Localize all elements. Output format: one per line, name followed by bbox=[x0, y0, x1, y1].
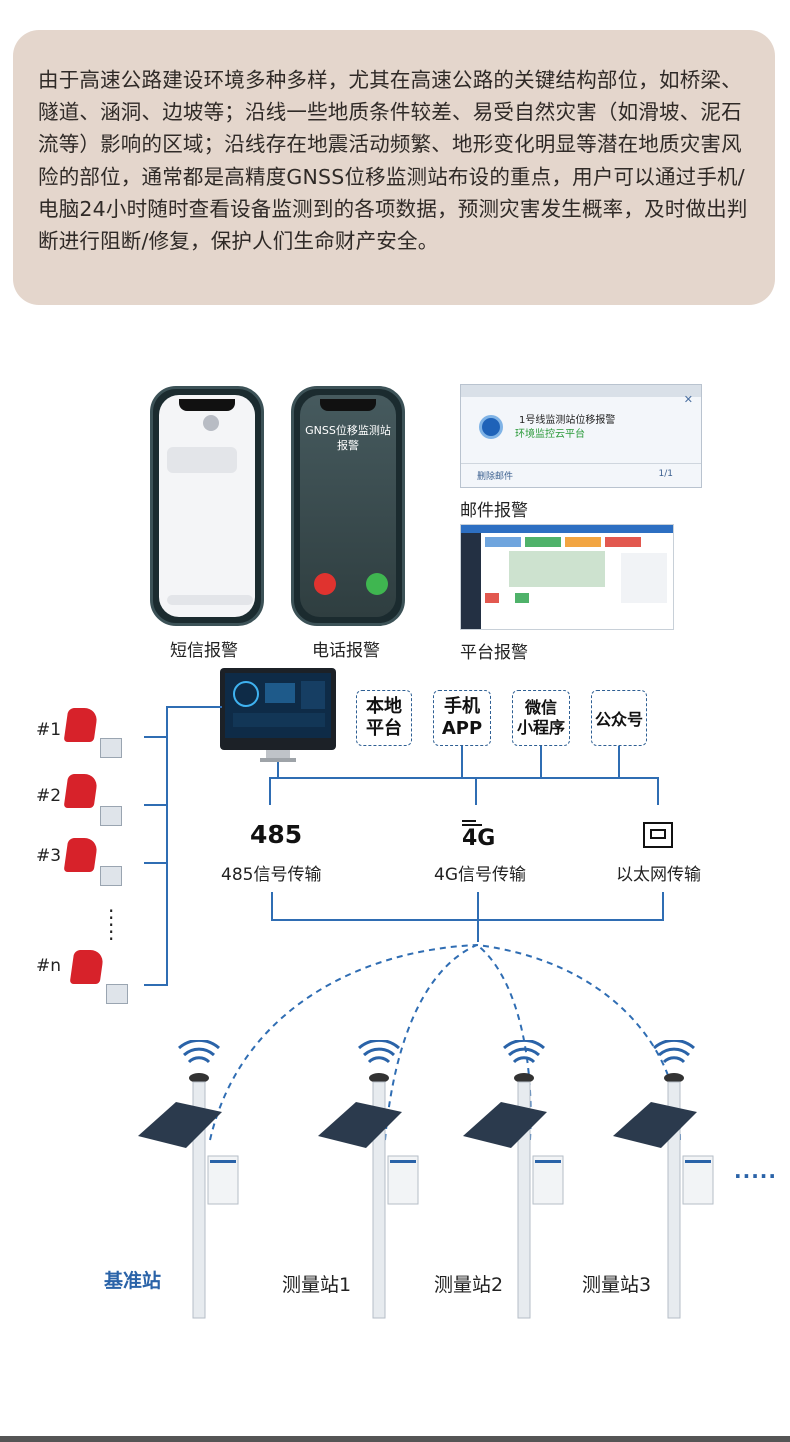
local-platform-box: 本地 平台 bbox=[356, 690, 412, 746]
connector bbox=[144, 984, 168, 986]
rs485-icon: 485 bbox=[250, 820, 303, 849]
wechat-miniprogram-box: 微信 小程序 bbox=[512, 690, 570, 746]
sensor-label-n: #n bbox=[36, 956, 62, 976]
connector bbox=[477, 892, 479, 942]
connector bbox=[475, 777, 477, 805]
rs485-label: 485信号传输 bbox=[221, 865, 322, 885]
ethernet-icon bbox=[643, 822, 673, 848]
sensor-2-logger bbox=[100, 806, 122, 826]
more-stations-ellipsis: ····· bbox=[734, 1164, 777, 1188]
connector bbox=[657, 777, 659, 805]
sensor-3-logger bbox=[100, 866, 122, 886]
connector bbox=[144, 736, 168, 738]
connector bbox=[618, 746, 620, 778]
4g-label: 4G信号传输 bbox=[434, 865, 526, 885]
wifi-icon bbox=[187, 1056, 211, 1064]
mail-popup-pager: 1/1 bbox=[658, 469, 673, 479]
accept-call-icon bbox=[366, 573, 388, 595]
measuring-station-1-image bbox=[310, 1038, 430, 1320]
base-station-image bbox=[130, 1038, 250, 1320]
connector bbox=[269, 777, 271, 805]
mail-alarm-label: 邮件报警 bbox=[460, 501, 528, 521]
4g-icon: 4G bbox=[462, 818, 496, 852]
sensor-label-2: #2 bbox=[36, 786, 62, 806]
platform-alarm-label: 平台报警 bbox=[460, 643, 528, 663]
sms-phone-image bbox=[150, 386, 264, 626]
wireless-link-1 bbox=[384, 944, 478, 1141]
connector bbox=[277, 762, 279, 778]
contact-avatar-icon bbox=[203, 415, 219, 431]
monitor-image bbox=[220, 668, 336, 750]
connector bbox=[271, 892, 273, 920]
wifi-icon bbox=[662, 1056, 686, 1064]
connector bbox=[144, 862, 168, 864]
connector bbox=[540, 746, 542, 778]
sensor-to-monitor-line bbox=[166, 706, 222, 708]
official-account-box: 公众号 bbox=[591, 690, 647, 746]
station-label-2: 测量站2 bbox=[434, 1274, 504, 1296]
bus-line-bottom bbox=[271, 919, 664, 921]
connector bbox=[461, 746, 463, 778]
monitor-stand bbox=[266, 750, 290, 758]
call-screen-title: GNSS位移监测站 报警 bbox=[305, 424, 391, 452]
measuring-station-3-image bbox=[605, 1038, 725, 1320]
bus-line-top bbox=[269, 777, 658, 779]
sensor-label-3: #3 bbox=[36, 846, 62, 866]
mail-popup-subtitle: 环境监控云平台 bbox=[515, 429, 585, 440]
sensor-bus-line bbox=[166, 706, 168, 986]
sensor-1-logger bbox=[100, 738, 122, 758]
wifi-icon bbox=[512, 1056, 536, 1064]
4g-icon-text: 4G bbox=[462, 826, 496, 851]
mail-popup-image: ✕ 1号线监测站位移报警 环境监控云平台 删除邮件 1/1 bbox=[460, 384, 702, 488]
station-label-1: 测量站1 bbox=[282, 1274, 352, 1296]
mail-popup-title: 1号线监测站位移报警 bbox=[519, 415, 616, 426]
intro-card bbox=[13, 30, 775, 305]
measuring-station-2-image bbox=[455, 1038, 575, 1320]
sms-alarm-label: 短信报警 bbox=[170, 641, 238, 661]
call-alarm-label: 电话报警 bbox=[312, 641, 380, 661]
intro-text: 由于高速公路建设环境多种多样，尤其在高速公路的关键结构部位，如桥梁、隧道、涵洞、… bbox=[38, 68, 748, 254]
station-label-3: 测量站3 bbox=[582, 1274, 652, 1296]
call-phone-image: GNSS位移监测站 报警 bbox=[291, 386, 405, 626]
monitor-base bbox=[260, 758, 296, 762]
vertical-ellipsis-icon: ····· bbox=[108, 899, 115, 951]
bottom-border bbox=[0, 1436, 790, 1442]
connector bbox=[144, 804, 168, 806]
ethernet-label: 以太网传输 bbox=[616, 865, 701, 885]
platform-screenshot-image bbox=[460, 524, 674, 630]
connector bbox=[662, 892, 664, 920]
mobile-app-box: 手机 APP bbox=[433, 690, 491, 746]
app-logo-icon bbox=[479, 415, 503, 439]
sensor-label-1: #1 bbox=[36, 720, 62, 740]
close-icon: ✕ bbox=[683, 393, 693, 406]
wifi-icon bbox=[367, 1056, 391, 1064]
wireless-link-base bbox=[209, 944, 478, 1141]
base-station-label: 基准站 bbox=[104, 1270, 162, 1292]
mail-popup-footer: 删除邮件 bbox=[477, 472, 514, 482]
decline-call-icon bbox=[314, 573, 336, 595]
sensor-n-logger bbox=[106, 984, 128, 1004]
